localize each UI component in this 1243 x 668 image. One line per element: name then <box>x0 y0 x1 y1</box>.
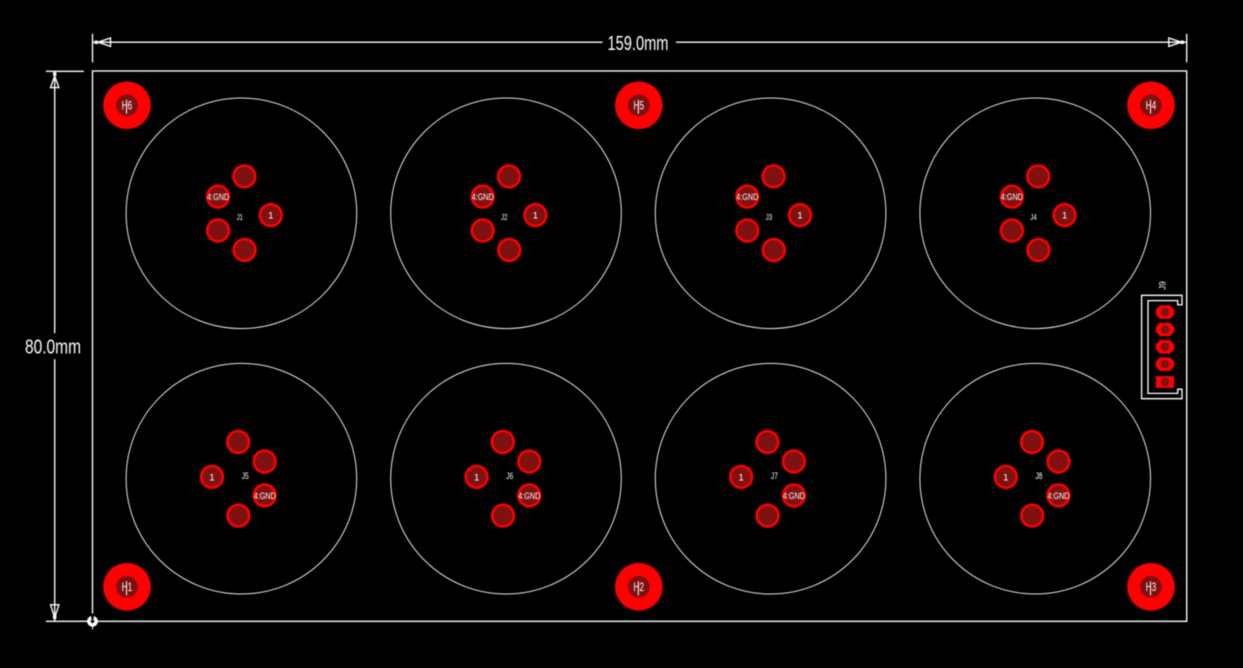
svg-text:J7: J7 <box>771 471 778 481</box>
svg-text:J9: J9 <box>1158 281 1169 290</box>
svg-text:1: 1 <box>1003 472 1008 483</box>
svg-text:80.0mm: 80.0mm <box>25 336 81 358</box>
svg-text:J6: J6 <box>506 471 513 481</box>
svg-text:159.0mm: 159.0mm <box>608 33 669 55</box>
svg-text:4:GND: 4:GND <box>783 491 805 502</box>
svg-text:J8: J8 <box>1036 471 1043 481</box>
svg-text:1: 1 <box>739 472 744 483</box>
svg-text:H6: H6 <box>122 98 133 112</box>
svg-text:H3: H3 <box>1146 580 1157 594</box>
svg-text:1: 1 <box>1062 211 1067 222</box>
svg-text:4:GND: 4:GND <box>1001 192 1023 203</box>
svg-text:1: 1 <box>474 472 479 483</box>
svg-text:J1: J1 <box>236 212 243 222</box>
svg-text:H5: H5 <box>634 98 645 112</box>
svg-text:H2: H2 <box>634 580 645 594</box>
svg-text:J4: J4 <box>1030 212 1037 222</box>
svg-text:H1: H1 <box>122 580 133 594</box>
svg-text:4:GND: 4:GND <box>472 192 494 203</box>
svg-text:1: 1 <box>797 211 802 222</box>
svg-text:4:GND: 4:GND <box>1048 491 1070 502</box>
svg-text:1: 1 <box>533 211 538 222</box>
svg-text:J5: J5 <box>242 471 249 481</box>
svg-text:1: 1 <box>209 472 214 483</box>
svg-text:1: 1 <box>268 211 273 222</box>
svg-text:J3: J3 <box>766 212 773 222</box>
svg-text:4:GND: 4:GND <box>207 192 229 203</box>
svg-text:H4: H4 <box>1146 98 1157 112</box>
svg-text:4:GND: 4:GND <box>254 491 276 502</box>
svg-text:4:GND: 4:GND <box>736 192 758 203</box>
svg-text:4:GND: 4:GND <box>518 491 540 502</box>
svg-text:J2: J2 <box>501 212 508 222</box>
